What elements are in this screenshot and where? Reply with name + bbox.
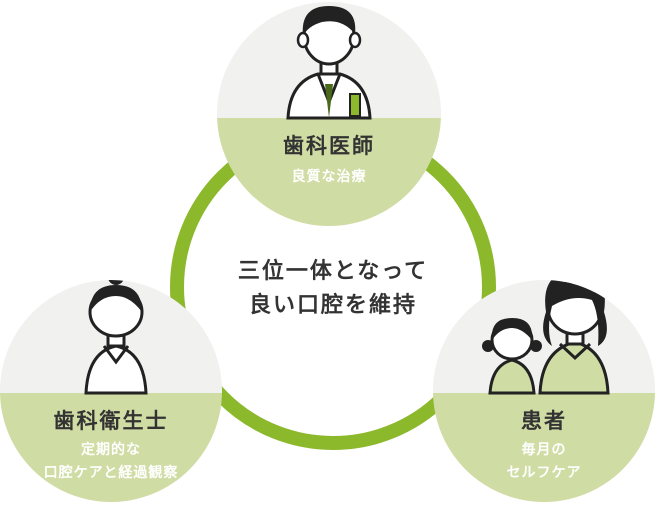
dentist-illustration-icon: [286, 6, 372, 120]
hygienist-title: 歯科衛生士: [53, 408, 169, 433]
hygienist-illustration-icon: [84, 280, 148, 395]
dentist-node: [217, 2, 441, 226]
center-text-line1: 三位一体となって: [237, 258, 429, 284]
hygienist-subtitle-line2: 口腔ケアと経過観察: [43, 465, 179, 481]
dentist-title: 歯科医師: [283, 133, 375, 158]
dentist-label: 歯科医師 良質な治療: [249, 130, 409, 189]
dentist-subtitle: 良質な治療: [291, 169, 367, 185]
hygienist-label: 歯科衛生士 定期的な 口腔ケアと経過観察: [11, 405, 211, 485]
patient-label: 患者 毎月の セルフケア: [464, 405, 624, 485]
center-text: 三位一体となって 良い口腔を維持: [203, 254, 463, 322]
patient-subtitle-line2: セルフケア: [506, 465, 582, 481]
patient-subtitle-line1: 毎月の: [521, 442, 567, 458]
hygienist-subtitle-line1: 定期的な: [81, 442, 141, 458]
center-text-line2: 良い口腔を維持: [248, 292, 417, 318]
patient-title: 患者: [521, 408, 567, 433]
